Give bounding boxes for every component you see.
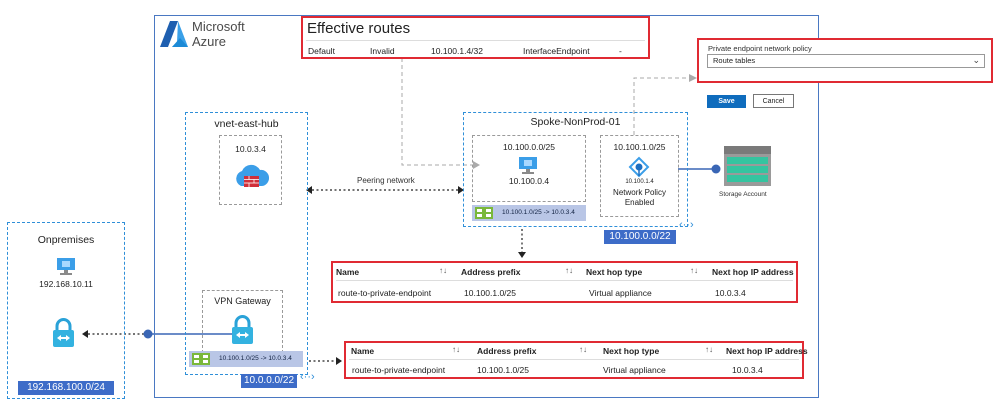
effective-routes-state: Invalid: [370, 46, 395, 56]
vpn-gateway-title: VPN Gateway: [214, 296, 271, 306]
spoke-subnet-vm: 10.100.0.0/25 10.100.0.4: [472, 135, 586, 202]
spoke-vnet: Spoke-NonProd-01: [463, 112, 688, 227]
effective-routes-arrow: [473, 161, 480, 169]
spoke-route-text: 10.100.1.0/25 -> 10.0.3.4: [502, 209, 575, 216]
policy-panel: Private endpoint network policy Route ta…: [697, 38, 993, 83]
vpn-gateway-subnet: VPN Gateway: [202, 290, 283, 353]
rt2-header-prefix: Address prefix: [477, 346, 537, 356]
rt1-cell-hop-ip: 10.0.3.4: [715, 288, 746, 298]
rt1-divider: [336, 280, 793, 281]
azure-logo-icon: [159, 20, 189, 48]
effective-routes-divider: [306, 40, 645, 41]
policy-select[interactable]: Route tables ⌄: [707, 54, 985, 68]
effective-routes-prefix: 10.100.1.4/32: [431, 46, 483, 56]
rt1-header-hop-ip: Next hop IP address: [712, 267, 794, 277]
hub-route-strip: 10.100.1.0/25 -> 10.0.3.4: [189, 351, 303, 367]
rt2-cell-prefix: 10.100.1.0/25: [477, 365, 529, 375]
peering-arrow-right: [458, 186, 464, 194]
effective-routes-connector: [401, 58, 473, 166]
hub-title: vnet-east-hub: [214, 118, 279, 130]
rt2-header-name: Name: [351, 346, 375, 356]
storage-account-icon: [724, 146, 771, 186]
storage-line-dot: [711, 164, 721, 174]
route-table-icon: [475, 207, 493, 219]
effective-routes-title: Effective routes: [307, 20, 411, 37]
private-endpoint-policy-line2: Enabled: [624, 198, 655, 207]
onprem-ip: 192.168.10.11: [39, 279, 93, 289]
spoke-subnet-pe-cidr: 10.100.1.0/25: [613, 142, 666, 152]
rt2-divider: [349, 359, 799, 360]
rt2-header-hop-type: Next hop type: [603, 346, 660, 356]
hub-route-arrow: [336, 357, 342, 365]
rt1-cell-prefix: 10.100.1.0/25: [464, 288, 516, 298]
azure-boundary: [154, 15, 819, 398]
spoke-route-arrow: [518, 252, 526, 258]
hub-vnet-peering-icon: ‹··›: [300, 371, 315, 383]
storage-account-label: Storage Account: [719, 191, 767, 198]
policy-arrow: [689, 74, 697, 82]
rt2-cell-name: route-to-private-endpoint: [352, 365, 446, 375]
effective-routes-panel: Effective routes Default Invalid 10.100.…: [301, 16, 650, 59]
rt1-header-name: Name: [336, 267, 360, 277]
sort-icon[interactable]: ↑↓: [439, 266, 447, 275]
private-endpoint-policy: Network Policy Enabled: [601, 188, 678, 208]
spoke-cidr-tag: 10.100.0.0/22: [604, 230, 676, 244]
route-table-hub: Name ↑↓ Address prefix ↑↓ Next hop type …: [344, 341, 808, 379]
route-table-icon: [192, 353, 210, 365]
spoke-subnet-vm-cidr: 10.100.0.0/25: [503, 142, 555, 152]
onprem-title: Onpremises: [37, 234, 95, 246]
route-table-spoke: Name ↑↓ Address prefix ↑↓ Next hop type …: [331, 261, 798, 303]
policy-label: Private endpoint network policy: [708, 44, 812, 53]
spoke-subnet-pe: 10.100.1.0/25 10.100.1.4 Network Policy …: [600, 135, 679, 217]
cancel-button[interactable]: Cancel: [753, 94, 794, 108]
vpn-gateway-lock-icon: [230, 315, 255, 345]
hub-route-text: 10.100.1.0/25 -> 10.0.3.4: [219, 355, 292, 362]
sort-icon[interactable]: ↑↓: [690, 266, 698, 275]
spoke-title: Spoke-NonProd-01: [530, 116, 621, 128]
private-endpoint-icon: [627, 155, 651, 179]
rt1-cell-hop-type: Virtual appliance: [589, 288, 652, 298]
onprem-cidr-tag: 192.168.100.0/24: [18, 381, 114, 395]
peering-label: Peering network: [357, 176, 415, 185]
azure-logo-text: Microsoft Azure: [192, 19, 245, 49]
spoke-vnet-peering-icon: ‹··›: [679, 219, 694, 231]
rt1-header-prefix: Address prefix: [461, 267, 521, 277]
private-endpoint-ip: 10.100.1.4: [625, 179, 654, 185]
save-button[interactable]: Save: [707, 95, 746, 108]
hub-cidr-tag: 10.0.0.0/22: [241, 374, 297, 388]
sort-icon[interactable]: ↑↓: [579, 345, 587, 354]
rt2-cell-hop-ip: 10.0.3.4: [732, 365, 763, 375]
rt2-cell-hop-type: Virtual appliance: [603, 365, 666, 375]
chevron-down-icon: ⌄: [972, 55, 980, 65]
onprem-network: Onpremises 192.168.10.11 192.168.100.0/2…: [7, 222, 125, 399]
peering-arrow-left: [306, 186, 312, 194]
rt1-cell-name: route-to-private-endpoint: [338, 288, 432, 298]
vpn-line-dot: [143, 329, 153, 339]
rt2-header-hop-ip: Next hop IP address: [726, 346, 808, 356]
sort-icon[interactable]: ↑↓: [705, 345, 713, 354]
effective-routes-source: Default: [308, 46, 335, 56]
policy-select-value: Route tables: [713, 56, 756, 65]
vpn-arrow-left: [82, 330, 88, 338]
onprem-computer-icon: [56, 257, 76, 276]
rt1-header-hop-type: Next hop type: [586, 267, 643, 277]
private-endpoint-policy-line1: Network Policy: [613, 188, 666, 197]
azure-logo-line2: Azure: [192, 34, 226, 49]
firewall-icon: [233, 164, 270, 192]
effective-routes-hop-type: InterfaceEndpoint: [523, 46, 590, 56]
policy-connector: [633, 77, 689, 135]
firewall-subnet: 10.0.3.4: [219, 135, 282, 205]
vm-icon: [518, 156, 538, 175]
effective-routes-hop-ip: -: [619, 46, 622, 56]
onprem-vpn-lock-icon: [51, 318, 76, 348]
sort-icon[interactable]: ↑↓: [452, 345, 460, 354]
firewall-ip: 10.0.3.4: [235, 144, 266, 154]
sort-icon[interactable]: ↑↓: [565, 266, 573, 275]
vm-ip: 10.100.0.4: [508, 176, 550, 186]
spoke-route-strip: 10.100.1.0/25 -> 10.0.3.4: [472, 205, 586, 221]
azure-logo-line1: Microsoft: [192, 19, 245, 34]
